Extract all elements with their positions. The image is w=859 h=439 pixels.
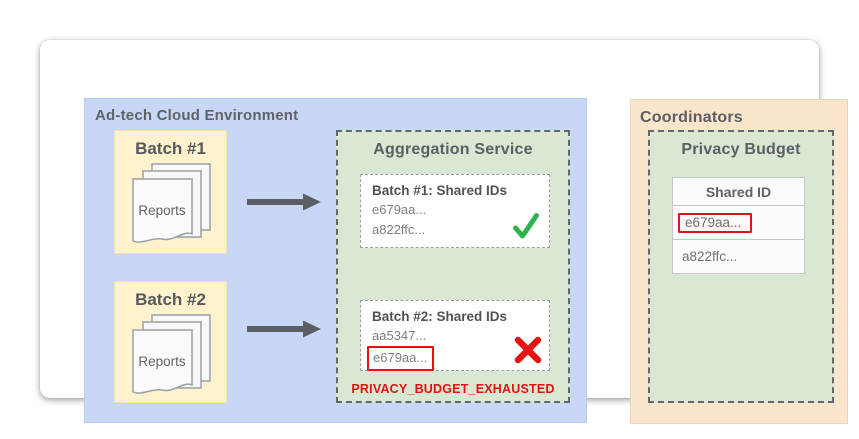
reports-label: Reports xyxy=(138,203,186,218)
privacy-budget-box: Privacy Budget Shared ID e679aa... a822f… xyxy=(648,130,834,403)
batch-1-result-box: Batch #1: Shared IDs e679aa... a822ffc..… xyxy=(360,174,550,248)
privacy-budget-exhausted-label: PRIVACY_BUDGET_EXHAUSTED xyxy=(351,382,555,396)
reports-label: Reports xyxy=(138,354,186,369)
batch-2-box: Batch #2 Reports xyxy=(114,281,227,403)
batch-1-result-title: Batch #1: Shared IDs xyxy=(372,183,508,198)
exhausted-id-highlight-box: e679aa... xyxy=(678,212,753,233)
shared-id-value: e679aa... xyxy=(685,214,742,230)
shared-id-table: Shared ID e679aa... a822ffc... xyxy=(672,177,805,274)
privacy-budget-title: Privacy Budget xyxy=(681,141,801,158)
reports-stack-icon: Reports xyxy=(132,163,211,243)
x-mark-icon xyxy=(514,336,542,364)
shared-id-value: e679aa... xyxy=(372,202,427,217)
shared-id-value: e679aa... xyxy=(373,350,428,365)
adtech-cloud-environment-panel: Ad-tech Cloud Environment Batch #1 Repor… xyxy=(84,98,587,423)
coordinators-panel: Coordinators Privacy Budget Shared ID e6… xyxy=(630,99,848,424)
checkmark-icon xyxy=(513,213,539,239)
table-row: a822ffc... xyxy=(673,240,804,273)
batch-2-title: Batch #2 xyxy=(135,290,206,309)
batch-1-title: Batch #1 xyxy=(135,139,206,158)
batch-2-result-box: Batch #2: Shared IDs aa5347... e679aa... xyxy=(360,300,550,371)
shared-id-value: a822ffc... xyxy=(682,249,738,264)
shared-id-table-header: Shared ID xyxy=(673,178,804,206)
shared-id-value: aa5347... xyxy=(372,328,427,343)
diagram-card: Ad-tech Cloud Environment Batch #1 Repor… xyxy=(40,40,848,424)
arrow-right-icon xyxy=(247,320,321,338)
aggregation-service-title: Aggregation Service xyxy=(373,141,533,158)
table-row: e679aa... xyxy=(673,206,804,240)
coordinators-title: Coordinators xyxy=(640,109,743,126)
reports-stack-icon: Reports xyxy=(132,314,211,394)
adtech-panel-title: Ad-tech Cloud Environment xyxy=(95,107,299,124)
shared-id-value: a822ffc... xyxy=(372,222,426,237)
aggregation-service-box: Aggregation Service Batch #1: Shared IDs… xyxy=(336,130,570,403)
batch-2-result-title: Batch #2: Shared IDs xyxy=(372,309,508,324)
batch-1-box: Batch #1 Reports xyxy=(114,130,227,254)
duplicate-id-highlight-box: e679aa... xyxy=(367,346,435,371)
arrow-right-icon xyxy=(247,193,321,211)
